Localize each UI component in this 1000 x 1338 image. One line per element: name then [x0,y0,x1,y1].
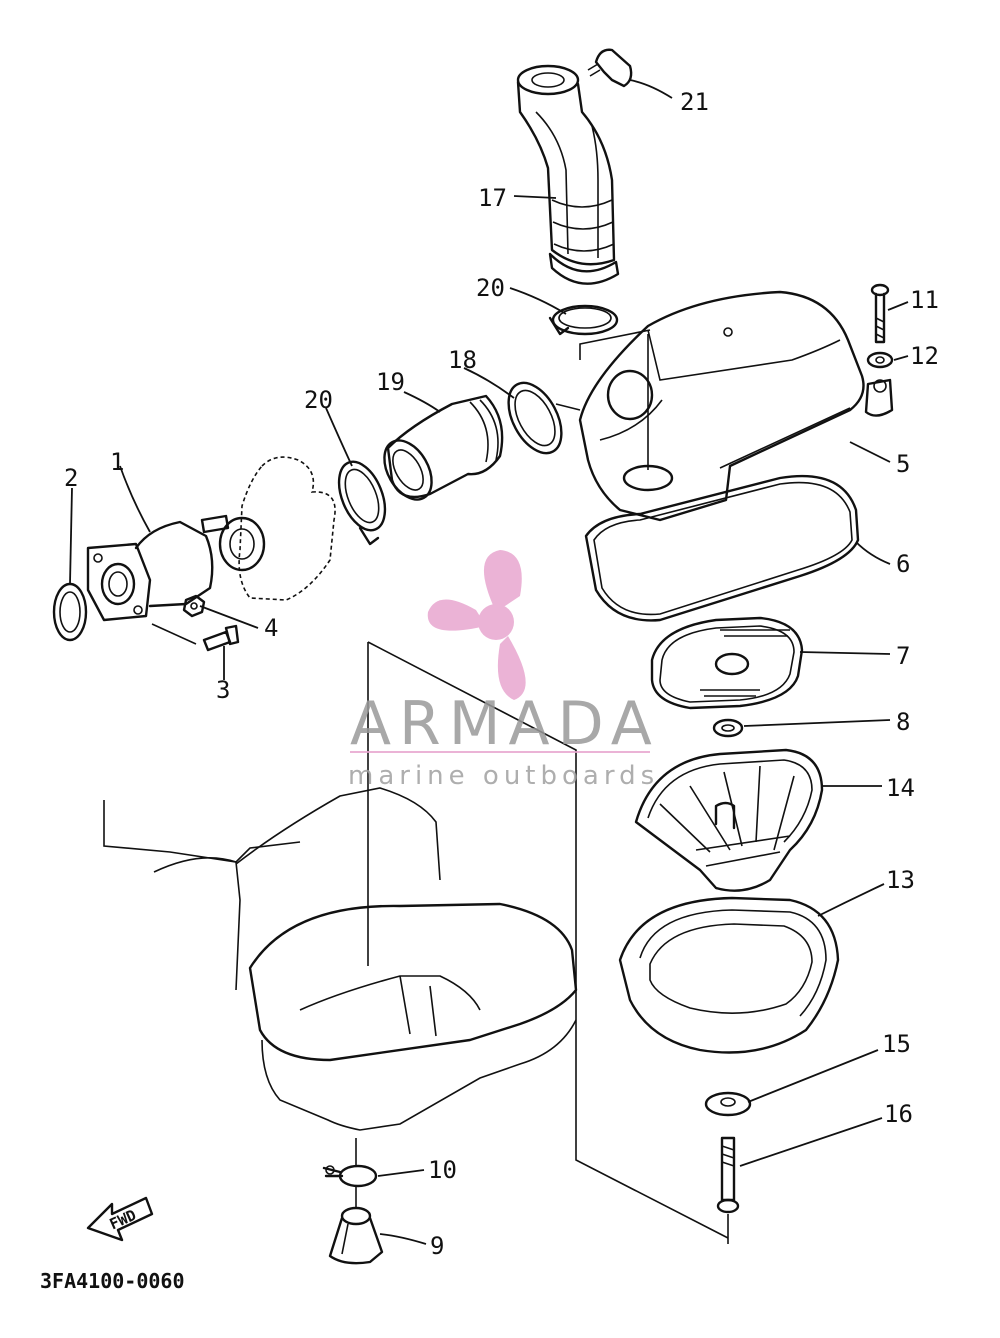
part-1-carburetor-joint [86,520,214,622]
callout-19: 19 [376,368,405,396]
part-11-bolt [870,283,890,344]
callout-7: 7 [896,642,910,670]
watermark-brand: ARMADA [350,689,660,759]
part-13-filter-bowl [618,896,840,1054]
part-3-bolt [202,624,240,652]
callout-20-upper: 20 [476,274,505,302]
part-14-filter-cage [634,748,824,892]
part-17-intake-hose [516,64,620,285]
part-9-drain-plug [328,1206,384,1265]
part-7-filter-element [650,616,804,710]
callout-1: 1 [110,448,124,476]
callout-12: 12 [910,342,939,370]
frame-reference-outline [103,787,578,1131]
drawing-code: 3FA4100-0060 [40,1269,185,1293]
callout-10: 10 [428,1156,457,1184]
part-2-o-ring [52,582,88,642]
callout-16: 16 [884,1100,913,1128]
callout-2: 2 [64,464,78,492]
carburetor-outline [200,456,336,601]
callout-9: 9 [430,1232,444,1260]
callout-leader-lines [69,79,909,1245]
forward-direction-arrow: FWD [86,1196,154,1242]
callout-3: 3 [216,676,230,704]
callout-5: 5 [896,450,910,478]
propeller-logo-icon [427,550,526,700]
part-4-nut [182,594,206,618]
part-12-washer [866,351,894,369]
part-18-joint-ring [507,381,563,455]
part-15-rubber-washer [704,1091,752,1117]
part-21-elbow-fitting [587,48,633,88]
part-20-upper-hose-clamp [548,304,619,336]
callout-8: 8 [896,708,910,736]
part-20-lower-hose-clamp [337,460,387,546]
callout-20-lower: 20 [304,386,333,414]
callout-15: 15 [882,1030,911,1058]
part-16-long-bolt [716,1136,740,1214]
part-6-gasket [584,474,860,622]
callout-21: 21 [680,88,709,116]
part-10-drain-clamp [322,1164,378,1188]
part-19-air-intake-joint [383,394,504,501]
callout-14: 14 [886,774,915,802]
callout-4: 4 [264,614,278,642]
callout-13: 13 [886,866,915,894]
part-8-nut [712,718,744,738]
callout-17: 17 [478,184,507,212]
callout-11: 11 [910,286,939,314]
part-5-air-box-case [578,290,894,522]
assembly-reference-lines [151,329,729,1244]
armada-watermark: ARMADA marine outboards [348,550,660,791]
callout-labels: 21 17 20 11 12 5 6 7 8 14 13 15 16 18 19… [64,88,939,1260]
callout-18: 18 [448,346,477,374]
watermark-tagline: marine outboards [348,761,659,791]
callout-6: 6 [896,550,910,578]
